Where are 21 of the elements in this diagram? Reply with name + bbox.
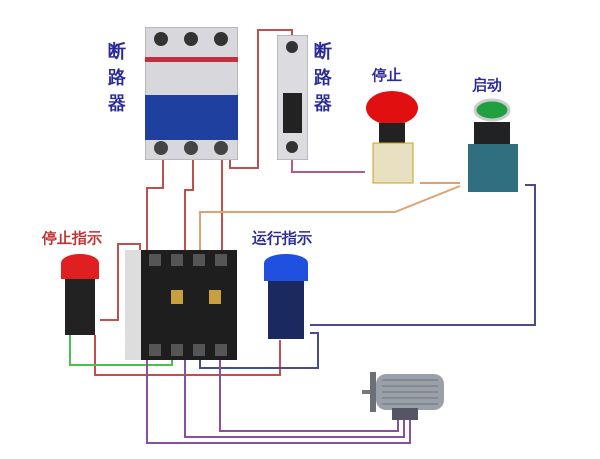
wire <box>310 184 536 326</box>
wire <box>420 182 460 184</box>
device-label: 停止指示 <box>42 229 102 248</box>
wire <box>199 332 319 369</box>
wire <box>221 160 223 250</box>
wire <box>184 160 194 250</box>
device-label: 停止 <box>372 66 402 85</box>
wire <box>184 360 405 438</box>
wire <box>94 335 281 376</box>
wire <box>229 29 293 169</box>
wire <box>146 160 164 250</box>
device-label: 运行指示 <box>252 229 312 248</box>
device-label: 断路器 <box>314 40 333 116</box>
wire <box>69 335 173 366</box>
wire <box>219 360 399 432</box>
wire <box>146 360 411 444</box>
wire <box>100 243 141 321</box>
device-label: 启动 <box>472 76 502 95</box>
wire <box>291 160 365 173</box>
device-label: 断路器 <box>108 40 127 116</box>
wire <box>199 185 460 250</box>
